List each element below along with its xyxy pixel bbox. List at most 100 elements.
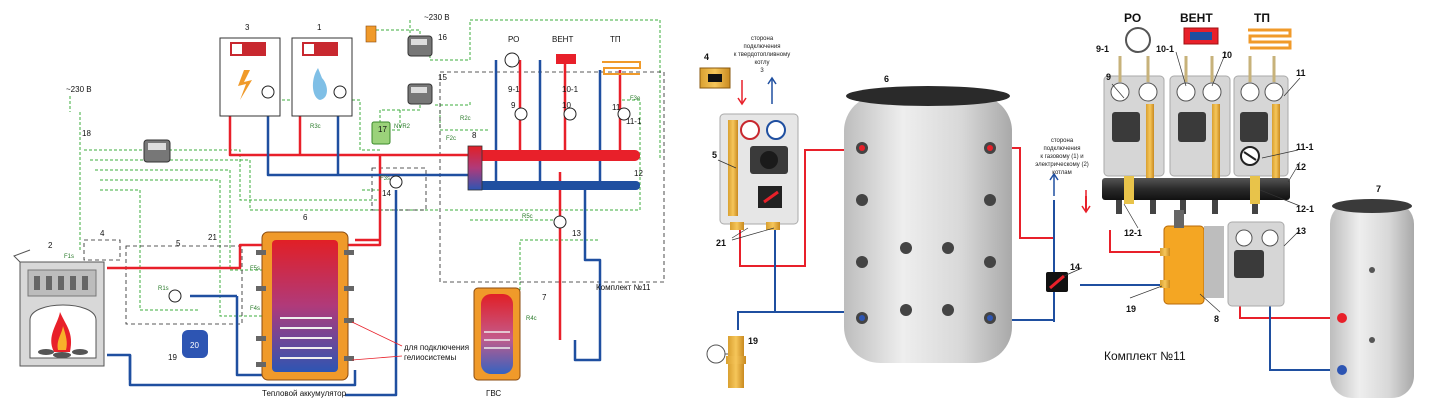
r-gas-note-1: сторона [1051, 138, 1074, 144]
fan-vent-grille [1190, 32, 1212, 40]
expansion-tank-20 [182, 330, 208, 358]
controllers [143, 25, 433, 163]
boiler-3 [219, 37, 281, 117]
left-schematic: 3 1 16 15 17 18 2 4 5 21 6 7 8 9-1 9 10-… [13, 13, 665, 398]
radiator-ro-photo-icon [1125, 27, 1151, 53]
dhw-tank-7-photo [1330, 199, 1414, 398]
label-18: 18 [82, 129, 91, 138]
r-label-13: 13 [1296, 226, 1306, 236]
sensor-r5c: R5c [522, 214, 533, 220]
label-12: 12 [634, 169, 643, 178]
sensor-f4s: F4s [250, 306, 260, 312]
label-21: 21 [208, 233, 217, 242]
solid-fuel-boiler-2 [13, 249, 105, 367]
label-7: 7 [542, 293, 547, 302]
label-6: 6 [303, 213, 308, 222]
r-solid-note-1: сторона [751, 36, 774, 42]
label-4: 4 [100, 229, 105, 238]
helio-pointers [351, 321, 403, 361]
label-tp: ТП [610, 35, 621, 44]
r-solid-note-2: подключения [744, 44, 781, 50]
r-label-11-1: 11-1 [1296, 142, 1314, 152]
r-solid-note-4: котлу [754, 60, 769, 66]
fan-vent-icon [556, 54, 576, 64]
flow-arrows [737, 76, 1091, 214]
label-kit-left: Комплект №11 [596, 283, 651, 292]
dashed-frames [83, 71, 665, 325]
label-2: 2 [48, 241, 53, 250]
sensor-f3e: F3e [630, 96, 641, 102]
label-11: 11 [612, 103, 621, 112]
sensor-r2c: R2c [460, 116, 471, 122]
sensor-f5s: F5s [250, 266, 260, 272]
label-10-1: 10-1 [562, 85, 579, 94]
accumulator-tank-6 [844, 86, 1012, 363]
r-solid-note-5: 3 [760, 68, 764, 74]
controller-14-indicator [1049, 274, 1065, 290]
r-gas-note-2: подключения [1044, 146, 1081, 152]
manifold-group [1102, 56, 1290, 307]
label-13: 13 [572, 229, 581, 238]
safety-group-19 [706, 336, 746, 388]
r-label-19b: 19 [1126, 304, 1136, 314]
r-label-8: 8 [1214, 314, 1219, 324]
r-solid-note-3: к твердотопливному [734, 52, 791, 58]
r-gas-note-5: котлам [1052, 170, 1071, 176]
label-5: 5 [176, 239, 181, 248]
sensor-nvr2: NVR2 [394, 124, 411, 130]
underfloor-tp-photo-icon [1248, 28, 1292, 50]
r-label-ro: РО [1124, 11, 1141, 25]
heat-accumulator-6 [256, 231, 354, 381]
label-gvs: ГВС [486, 389, 501, 398]
r-label-14: 14 [1070, 262, 1080, 272]
r-label-tp: ТП [1254, 11, 1270, 25]
label-3: 3 [245, 23, 250, 32]
valve-4 [699, 67, 731, 89]
label-1: 1 [317, 23, 322, 32]
label-20: 20 [190, 341, 199, 350]
r-label-vent: ВЕНТ [1180, 11, 1213, 25]
label-10: 10 [562, 101, 571, 110]
label-vent: ВЕНТ [552, 35, 573, 44]
cold-collector [470, 181, 640, 190]
r-label-21: 21 [716, 238, 726, 248]
r-label-12-1: 12-1 [1296, 204, 1314, 214]
right-illustration: 4 5 6 7 8 9 9-1 10 10-1 11 11-1 12 12-1 … [699, 11, 1414, 398]
label-15: 15 [438, 73, 447, 82]
label-9-1: 9-1 [508, 85, 520, 94]
sensor-f1s: F1s [64, 254, 74, 260]
r-label-6: 6 [884, 74, 889, 84]
label-230v-top: ~230 В [424, 13, 450, 22]
leader-lines [717, 51, 1301, 313]
label-16: 16 [438, 33, 447, 42]
label-17: 17 [378, 125, 387, 134]
pumps [168, 107, 631, 303]
dhw-tank-7 [473, 287, 521, 381]
r-label-4: 4 [704, 52, 709, 62]
r-label-7: 7 [1376, 184, 1381, 194]
r-gas-note-3: к газовому (1) и [1040, 154, 1083, 160]
r-label-10-1: 10-1 [1156, 44, 1174, 54]
r-label-12-1b: 12-1 [1124, 228, 1142, 238]
sensor-f3s: F3s [380, 176, 390, 182]
sensor-r4c: R4c [526, 316, 537, 322]
label-accumulator: Тепловой аккумулятор [262, 389, 347, 398]
label-9: 9 [511, 101, 516, 110]
boiler-1 [291, 37, 353, 117]
label-ro: РО [508, 35, 519, 44]
r-label-11: 11 [1296, 68, 1306, 78]
r-label-10: 10 [1222, 50, 1232, 60]
sensor-r3c: R3c [310, 124, 321, 130]
sensor-r1s: R1s [158, 286, 169, 292]
hot-collector [470, 150, 640, 161]
label-8: 8 [472, 131, 477, 140]
pipes [107, 60, 622, 397]
label-230v-left: ~230 В [66, 85, 92, 94]
hydraulic-separator-8 [467, 145, 483, 191]
underfloor-tp-icon [602, 61, 641, 75]
r-label-9-1: 9-1 [1096, 44, 1109, 54]
r-label-12: 12 [1296, 162, 1306, 172]
sensor-f2c: F2c [446, 136, 456, 142]
r-gas-note-4: электрическому (2) [1035, 162, 1089, 168]
